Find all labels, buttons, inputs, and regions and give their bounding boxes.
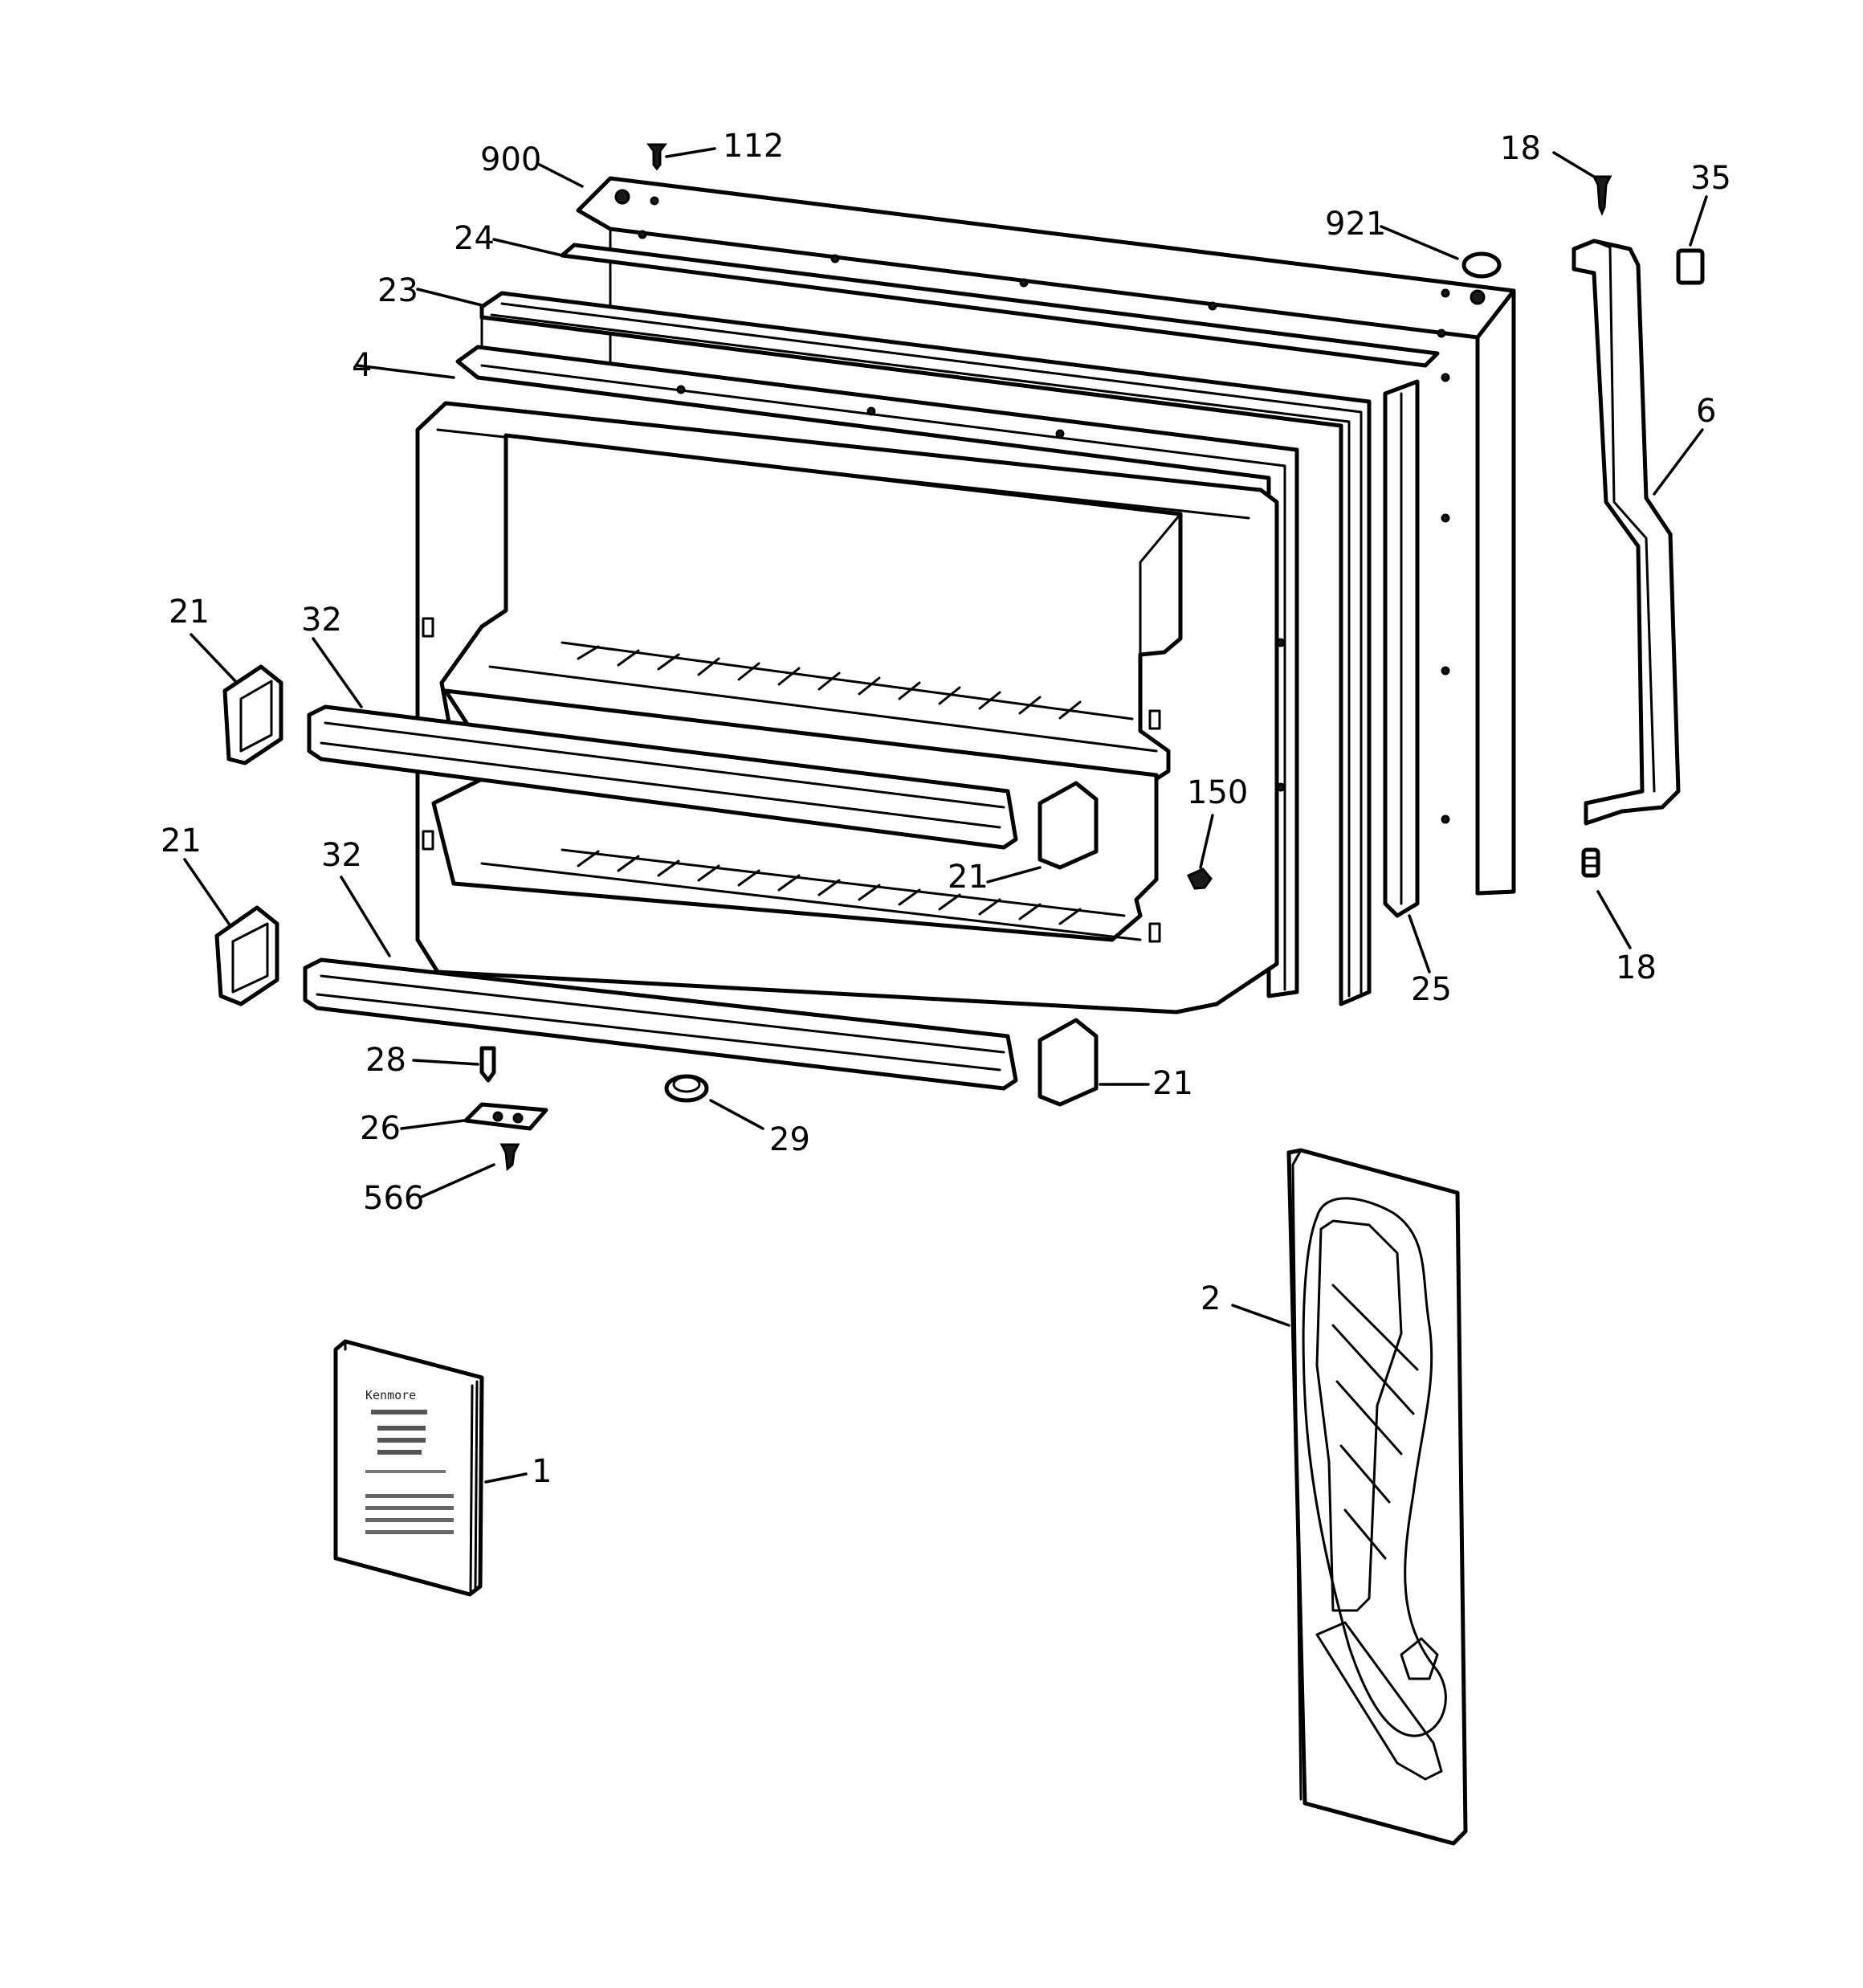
bumper-29 (664, 1074, 709, 1103)
door-handle (1572, 239, 1681, 826)
callout-112: 112 (723, 128, 784, 165)
handle-cap (1676, 248, 1705, 285)
callout-18-bottom: 18 (1616, 949, 1657, 986)
callout-21-lower-right: 21 (1152, 1065, 1193, 1102)
end-cap-upper-right (1037, 781, 1099, 870)
top-trim-strip (560, 243, 1440, 368)
screw-112 (646, 143, 667, 171)
callout-labels: 900 112 24 23 4 921 18 35 6 21 32 150 21… (161, 128, 1731, 1490)
screw-566 (499, 1143, 520, 1171)
end-cap-upper-left (222, 664, 283, 765)
callout-35: 35 (1690, 160, 1731, 197)
callout-29: 29 (769, 1121, 810, 1158)
gasket-side-strip (1383, 379, 1420, 918)
handle-package (1286, 1148, 1468, 1846)
callout-566: 566 (363, 1180, 424, 1217)
screw-18-bottom (1581, 847, 1600, 878)
callout-32-upper: 32 (301, 602, 342, 639)
callout-6: 6 (1696, 393, 1716, 430)
callout-900: 900 (480, 141, 541, 178)
outer-door-panel (576, 176, 1516, 896)
end-cap-lower-right (1037, 1018, 1099, 1107)
door-liner-frame (455, 345, 1299, 998)
end-cap-lower-left (214, 905, 279, 1006)
plug-button (1461, 251, 1502, 279)
callout-150: 150 (1187, 774, 1248, 811)
door-gasket (479, 291, 1372, 1006)
callout-26: 26 (360, 1110, 401, 1147)
callout-23: 23 (377, 272, 418, 309)
callout-32-lower: 32 (321, 837, 362, 874)
shelf-bar-lower (303, 957, 1018, 1091)
door-liner-body (415, 385, 1286, 1014)
manual-brand-text: Kenmore (365, 1388, 416, 1402)
callout-21-lower-left: 21 (161, 823, 202, 859)
screw-28 (479, 1046, 496, 1083)
callout-25: 25 (1411, 971, 1452, 1008)
hinge-plate-26 (463, 1102, 548, 1131)
callout-28: 28 (365, 1042, 406, 1079)
callout-24: 24 (454, 220, 495, 257)
callout-921: 921 (1325, 206, 1386, 243)
callout-18-top: 18 (1500, 130, 1541, 167)
callout-1: 1 (532, 1453, 552, 1490)
screw-150 (1186, 867, 1213, 890)
leader-lines (183, 147, 1708, 1484)
screw-18-top (1592, 175, 1612, 216)
callout-21-upper-right: 21 (948, 859, 989, 896)
callout-21-upper-left: 21 (169, 594, 210, 631)
owners-manual: Kenmore (333, 1339, 484, 1597)
callout-2: 2 (1201, 1280, 1221, 1317)
shelf-bar-upper (307, 704, 1018, 850)
callout-4: 4 (352, 347, 372, 384)
